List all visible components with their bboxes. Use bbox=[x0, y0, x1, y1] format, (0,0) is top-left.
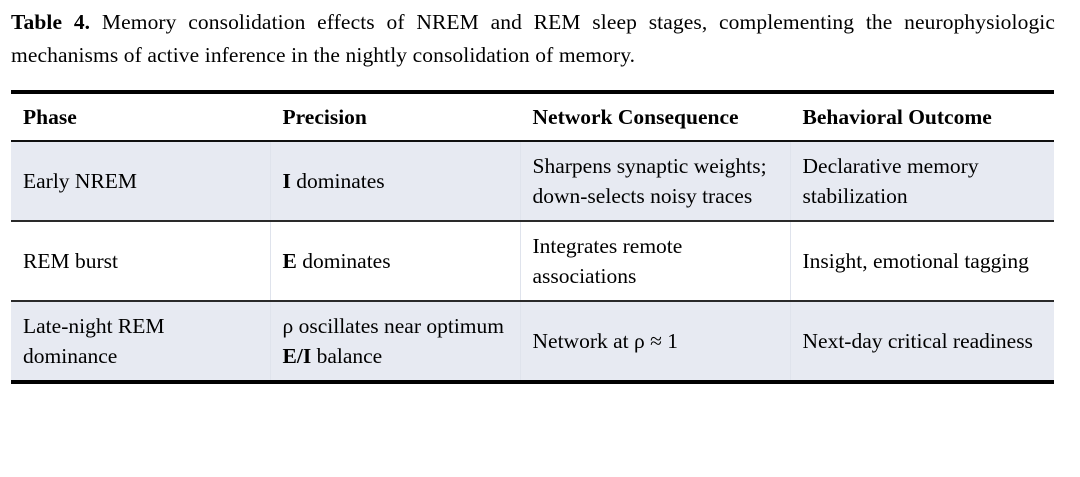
precision-text: dominates bbox=[290, 169, 385, 193]
cell-behavioral-outcome: Insight, emotional tagging bbox=[789, 221, 1054, 302]
cell-precision: E dominates bbox=[269, 221, 521, 302]
cell-phase: Late-night REM dominance bbox=[11, 301, 271, 384]
precision-symbol: I bbox=[282, 169, 291, 193]
cell-phase: Early NREM bbox=[11, 141, 271, 222]
cell-network-consequence: Network at ρ ≈ 1 bbox=[519, 301, 791, 384]
precision-symbol: E bbox=[282, 249, 297, 273]
table-body: Early NREM I dominates Sharpens synaptic… bbox=[11, 141, 1054, 384]
caption-label: Table 4. bbox=[11, 10, 91, 34]
cell-phase: REM burst bbox=[11, 221, 271, 302]
table-row: Late-night REM dominance ρ oscillates ne… bbox=[11, 301, 1054, 384]
cell-precision: ρ oscillates near optimum E/I balance bbox=[269, 301, 521, 384]
cell-behavioral-outcome: Next-day critical readiness bbox=[789, 301, 1054, 384]
column-header-precision: Precision bbox=[270, 90, 520, 142]
column-header-phase: Phase bbox=[11, 90, 270, 142]
column-header-network-consequence: Network Consequence bbox=[520, 90, 790, 142]
cell-network-consequence: Integrates remote associations bbox=[519, 221, 791, 302]
table-caption: Table 4. Memory consolidation effects of… bbox=[11, 6, 1055, 72]
table-row: Early NREM I dominates Sharpens synaptic… bbox=[11, 141, 1054, 222]
precision-symbol: E/I bbox=[282, 344, 312, 368]
caption-text: Memory consolidation effects of NREM and… bbox=[11, 10, 1056, 67]
precision-text-post: balance bbox=[311, 344, 383, 368]
precision-text-pre: ρ oscillates near optimum bbox=[282, 314, 505, 338]
table-container: Phase Precision Network Consequence Beha… bbox=[11, 90, 1054, 384]
data-table: Phase Precision Network Consequence Beha… bbox=[11, 90, 1054, 384]
cell-precision: I dominates bbox=[269, 141, 521, 222]
column-header-behavioral-outcome: Behavioral Outcome bbox=[790, 90, 1054, 142]
table-row: REM burst E dominates Integrates remote … bbox=[11, 221, 1054, 302]
cell-network-consequence: Sharpens synaptic weights; down-selects … bbox=[519, 141, 791, 222]
precision-text: dominates bbox=[296, 249, 391, 273]
cell-behavioral-outcome: Declarative memory stabilization bbox=[789, 141, 1054, 222]
table-header-row: Phase Precision Network Consequence Beha… bbox=[11, 90, 1054, 142]
table-header: Phase Precision Network Consequence Beha… bbox=[11, 90, 1054, 142]
